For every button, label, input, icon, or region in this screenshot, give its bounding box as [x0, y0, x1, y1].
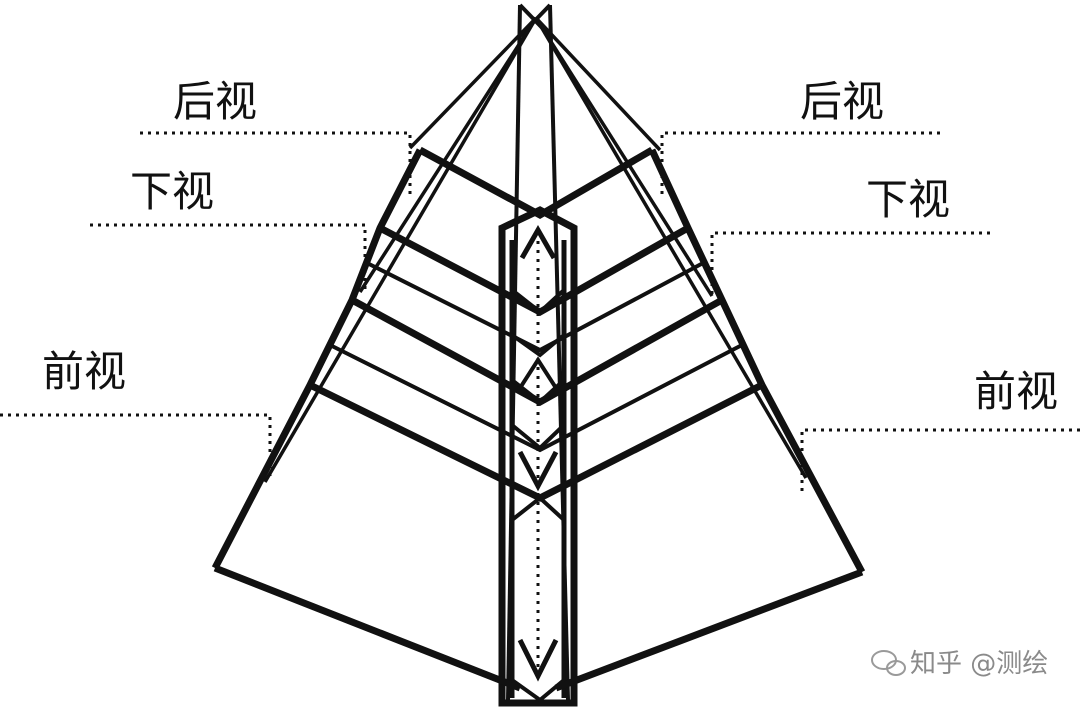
band-rear	[418, 146, 654, 220]
cross-6	[510, 678, 566, 703]
fan-left-edge	[211, 148, 424, 570]
leader-down-right	[710, 231, 990, 298]
leader-rear-left	[140, 131, 412, 195]
flight-direction	[517, 224, 559, 682]
band-mid-a	[364, 260, 706, 353]
label-front-right: 前视	[974, 367, 1058, 416]
label-rear-left: 后视	[173, 77, 257, 126]
cross-2	[510, 333, 566, 358]
needle-right	[548, 4, 570, 701]
fan-right-edge	[648, 148, 866, 574]
fan-bottom-right	[554, 568, 864, 692]
cross-4	[510, 423, 566, 451]
arrow-head-up	[519, 224, 557, 260]
wechat-icon	[871, 650, 906, 676]
label-rear-right: 后视	[800, 77, 884, 126]
leader-front-right	[800, 428, 1080, 492]
cross-5	[510, 495, 566, 522]
ray-left-mid	[408, 16, 538, 150]
view-rays	[263, 16, 808, 483]
ray-right-inner	[534, 17, 714, 297]
label-front-left: 前视	[42, 347, 126, 396]
leader-lines	[0, 131, 1080, 492]
ray-right-mid	[534, 16, 662, 152]
arrow-head-mid-upper	[518, 356, 558, 390]
label-down-right: 下视	[866, 175, 950, 224]
watermark-text: 知乎 @测绘	[910, 649, 1048, 679]
watermark: 知乎 @测绘	[871, 649, 1048, 679]
ray-left-outer	[263, 17, 538, 483]
fan-bottom-left	[213, 564, 522, 692]
ray-right-outer	[534, 17, 808, 479]
leader-down-left	[90, 223, 367, 290]
arrow-head-mid	[517, 450, 559, 492]
ray-left-inner	[358, 17, 538, 293]
needle-left	[506, 4, 522, 701]
leader-front-left	[0, 413, 272, 480]
label-down-left: 下视	[130, 167, 214, 216]
arrow-head-bottom	[517, 638, 559, 682]
cross-1	[510, 288, 566, 315]
